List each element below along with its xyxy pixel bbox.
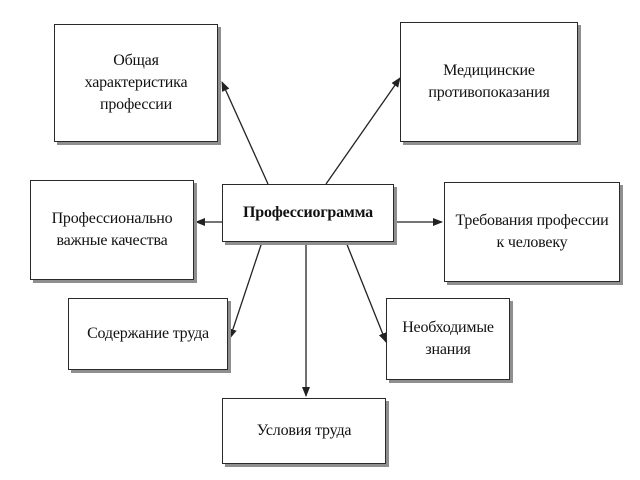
arrow-to-knowledge — [345, 241, 387, 343]
node-important-qualities: Профессионально важные качества — [30, 180, 194, 280]
arrow-to-medical — [325, 77, 401, 185]
node-medical-contraindications: Медицинские противопоказания — [400, 22, 578, 142]
node-center-professiogram-label: Профессиограмма — [243, 204, 373, 221]
node-center-professiogram: Профессиограмма — [222, 184, 394, 242]
node-general-characteristics-label: Общая характеристика профессии — [84, 52, 188, 113]
node-medical-contraindications-label: Медицинские противопоказания — [428, 62, 550, 101]
node-general-characteristics: Общая характеристика профессии — [54, 24, 218, 142]
arrow-to-general — [221, 81, 269, 185]
node-work-conditions-label: Условия труда — [256, 422, 352, 439]
node-required-knowledge-label: Необходимые знания — [402, 319, 494, 358]
node-work-content-label: Содержание труда — [87, 325, 209, 342]
node-work-content: Содержание труда — [68, 298, 228, 370]
node-profession-requirements: Требования профессии к человеку — [444, 182, 620, 282]
node-important-qualities-label: Профессионально важные качества — [51, 210, 173, 249]
arrow-to-content — [229, 241, 263, 339]
node-required-knowledge: Необходимые знания — [386, 298, 510, 380]
node-work-conditions: Условия труда — [222, 398, 386, 464]
node-profession-requirements-label: Требования профессии к человеку — [455, 212, 609, 251]
